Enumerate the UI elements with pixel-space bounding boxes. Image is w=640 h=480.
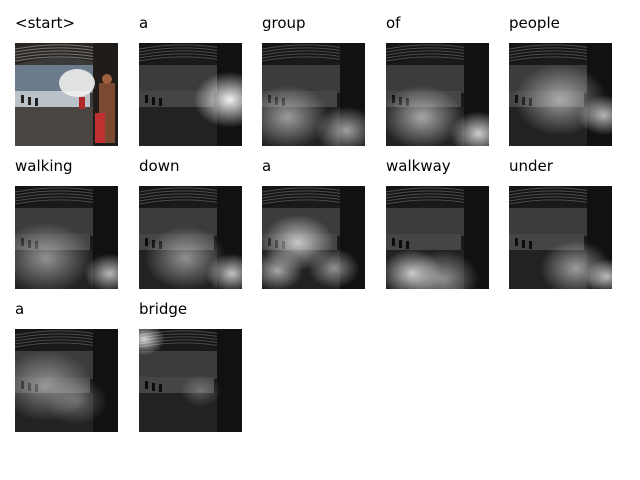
attention-map-image [509, 43, 612, 146]
attention-map-image [139, 329, 242, 432]
original-image [15, 43, 118, 146]
caption-word-label: of [386, 14, 401, 32]
attention-map-image [139, 186, 242, 289]
caption-word-label: <start> [15, 14, 76, 32]
attention-map-image [509, 186, 612, 289]
caption-word-label: a [15, 300, 25, 318]
caption-word-label: under [509, 157, 553, 175]
attention-map-image [386, 43, 489, 146]
caption-word-label: bridge [139, 300, 188, 318]
caption-word-label: people [509, 14, 560, 32]
attention-map-image [262, 43, 365, 146]
attention-map-image [386, 186, 489, 289]
caption-word-label: a [139, 14, 149, 32]
attention-map-image [139, 43, 242, 146]
caption-word-label: a [262, 157, 272, 175]
caption-word-label: walkway [386, 157, 451, 175]
attention-map-image [15, 329, 118, 432]
attention-map-image [262, 186, 365, 289]
caption-word-label: group [262, 14, 306, 32]
attention-map-image [15, 186, 118, 289]
caption-word-label: down [139, 157, 180, 175]
caption-word-label: walking [15, 157, 73, 175]
